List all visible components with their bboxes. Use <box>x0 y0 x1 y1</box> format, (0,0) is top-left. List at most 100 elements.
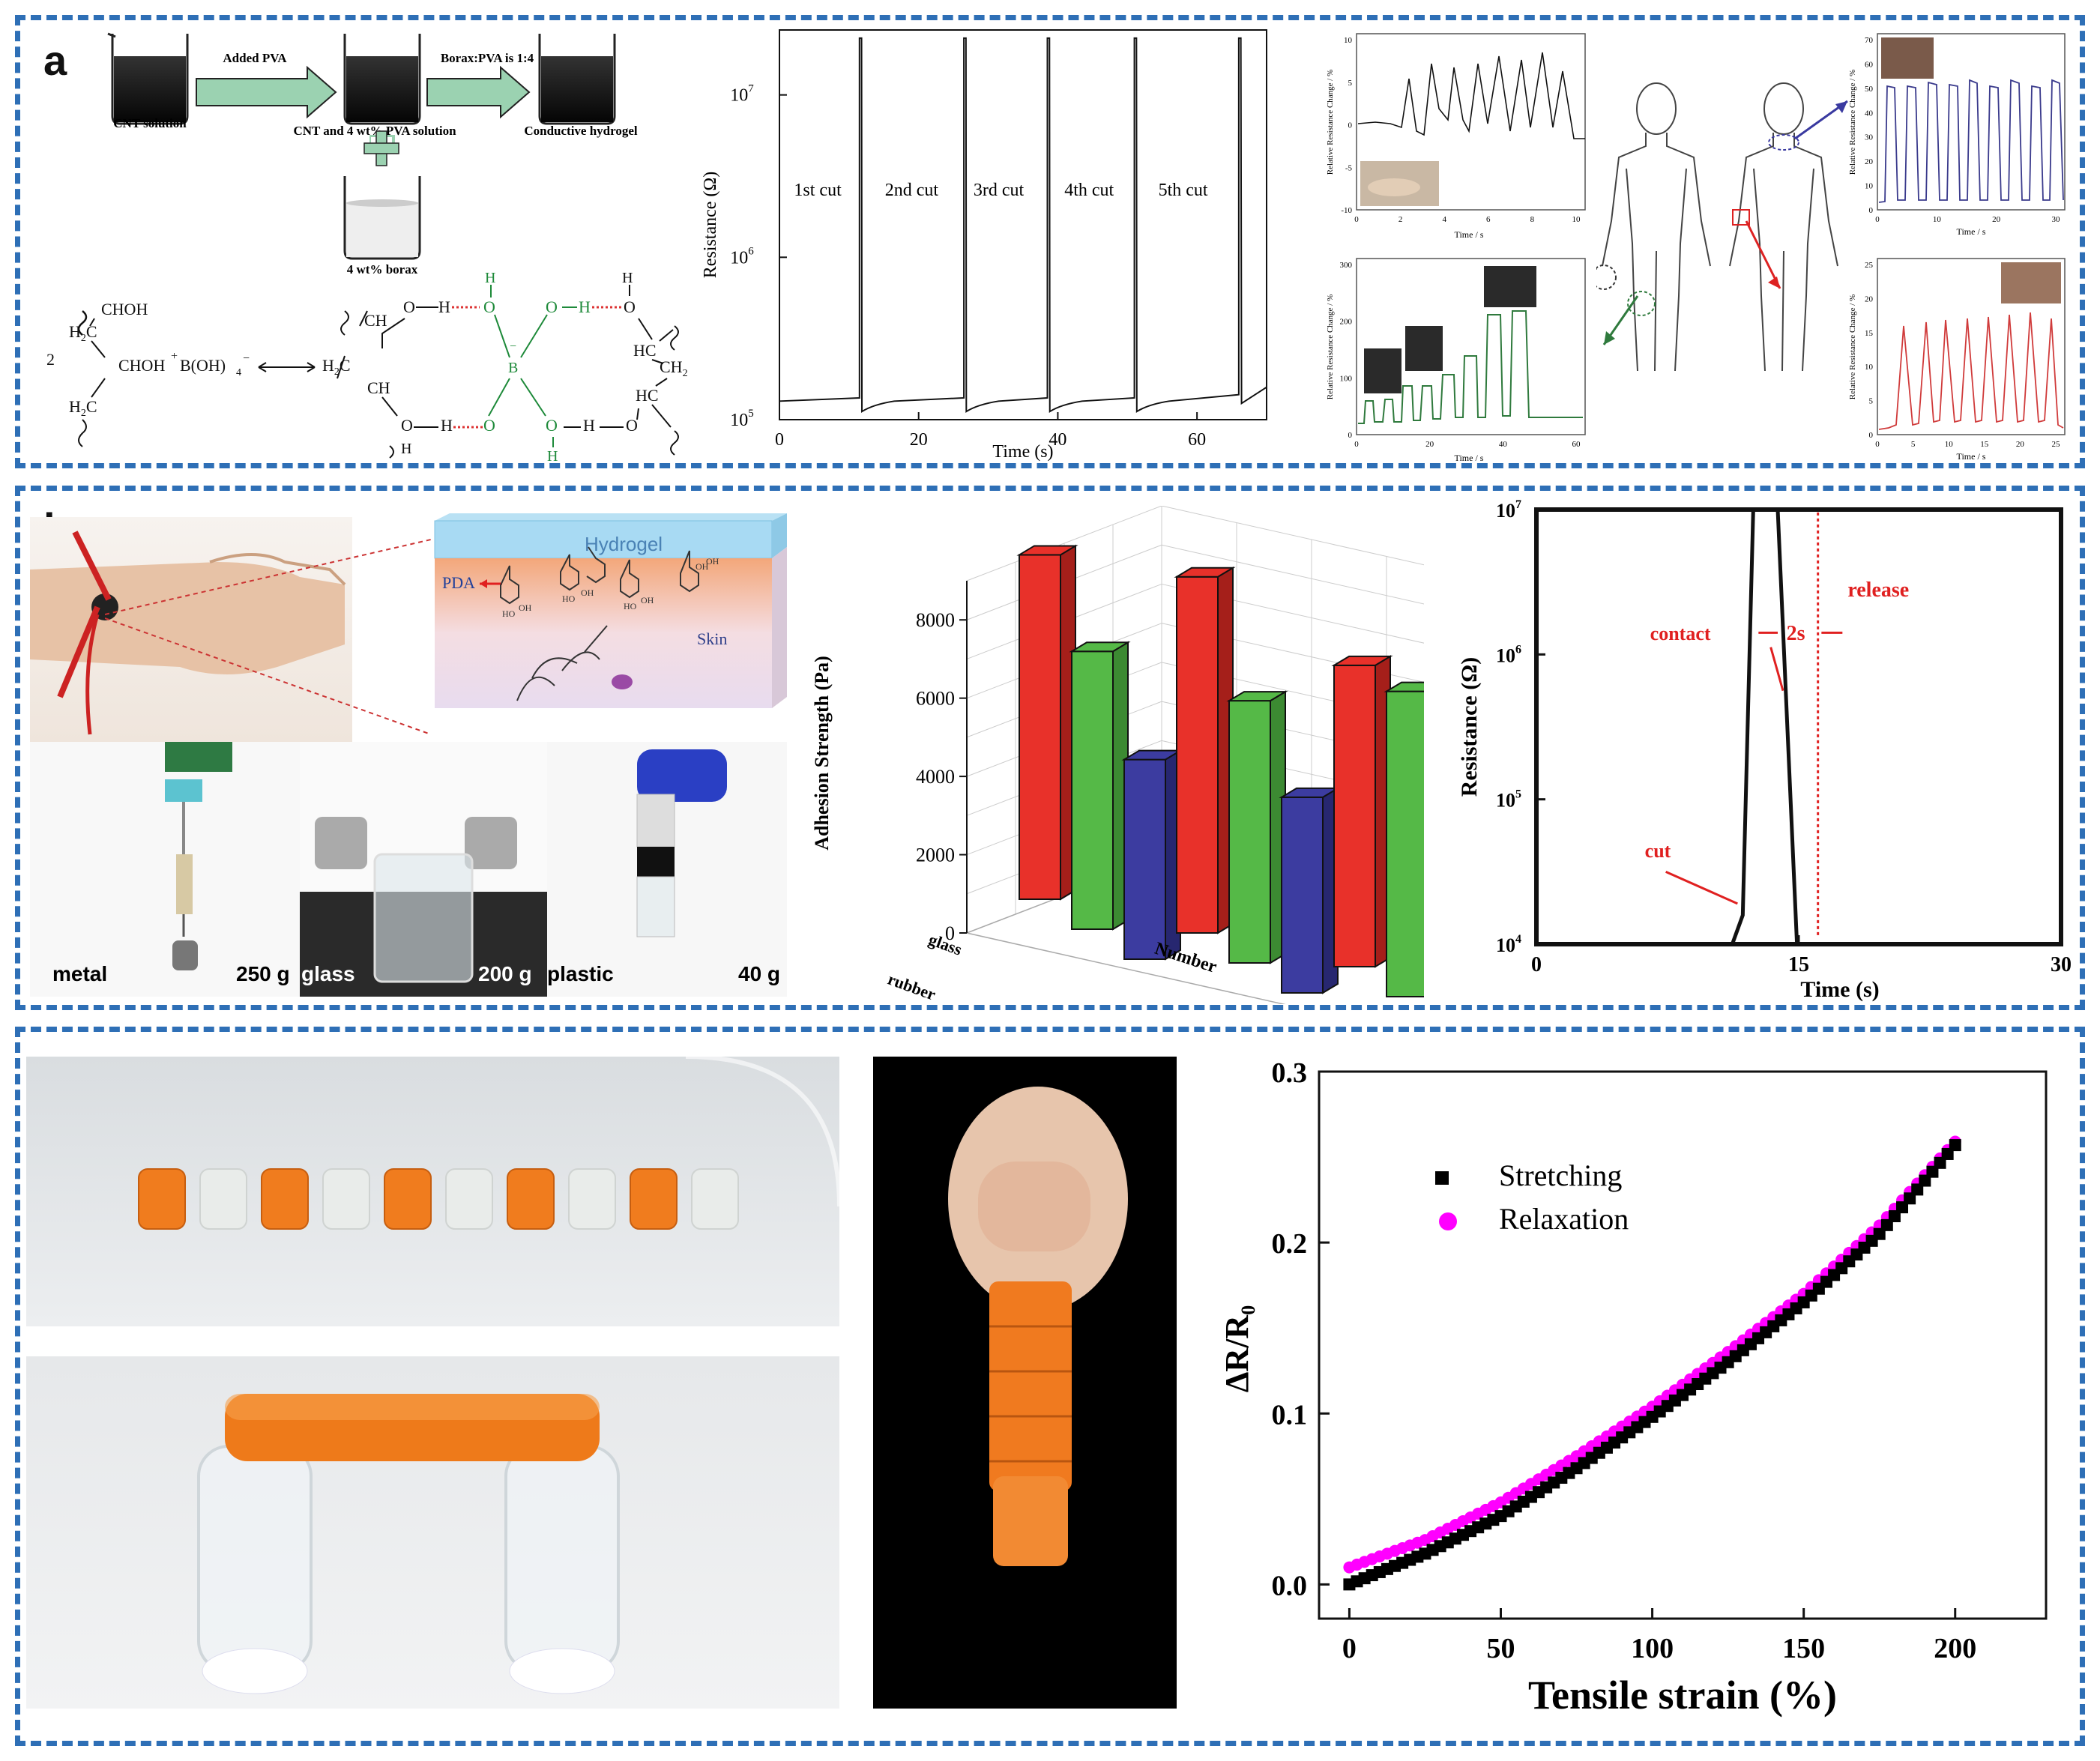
y-axis-label: Adhesion Strength (Pa) <box>811 656 833 851</box>
legend-stretching-marker <box>1435 1171 1449 1185</box>
bar-top <box>1069 641 1131 653</box>
x-tick-label: 0 <box>1875 215 1880 224</box>
wrist-y-label: Relative Resistance Change / % <box>1848 294 1857 400</box>
bar <box>1281 796 1324 994</box>
svg-text:CHOH: CHOH <box>118 356 165 375</box>
wrist-x-label: Time / s <box>1957 451 1986 462</box>
metal-adhesion-photo <box>30 742 300 997</box>
resistance-trace <box>779 37 1267 413</box>
panel-a <box>15 15 2085 468</box>
hydrogel-segment <box>322 1168 370 1230</box>
x-tick-label: 20 <box>1992 215 2001 224</box>
svg-text:H: H <box>438 297 450 316</box>
svg-text:O: O <box>624 297 636 316</box>
x-tick-label: 20 <box>1425 440 1434 449</box>
y-tick-label: 106 <box>1496 643 1521 666</box>
x-tick-label: 8 <box>1530 215 1535 224</box>
x-tick-label: 30 <box>2052 215 2061 224</box>
svg-text:H: H <box>401 441 411 457</box>
y-tick-label: -10 <box>1341 206 1352 215</box>
svg-text:O: O <box>626 416 638 435</box>
x-tick-label: 6 <box>1486 215 1491 224</box>
y-tick-label: 6000 <box>916 688 955 710</box>
x-tick-label: 0 <box>1354 440 1359 449</box>
cut-annotation: cut <box>1645 840 1671 862</box>
x-tick-label: 10 <box>1933 215 1942 224</box>
y-tick-label: 20 <box>1865 294 1874 303</box>
x-tick-label: 0 <box>1354 215 1359 224</box>
y-tick-label: 70 <box>1865 36 1874 45</box>
knee-x-label: Time / s <box>1455 453 1484 463</box>
y-tick-label: 8000 <box>916 609 955 631</box>
hydrogel-segment <box>507 1168 555 1230</box>
y-tick-label: 300 <box>1340 261 1353 270</box>
y-tick-label: 0 <box>1869 206 1874 215</box>
y-tick-label: 107 <box>1496 498 1521 522</box>
y-tick-label: 4000 <box>916 766 955 788</box>
cut-label: 4th cut <box>1064 181 1114 200</box>
borax-crosslink-diagram: 2 CHOH H2C CHOH H2C + B(OH) 4 − CH O H H… <box>46 270 688 465</box>
x-tick-label: 25 <box>2052 440 2061 449</box>
y-tick-label: 60 <box>1865 60 1874 69</box>
svg-text:HO: HO <box>502 608 516 619</box>
throat-y-label: Relative Resistance Change / % <box>1848 70 1857 175</box>
x-tick-label: 4 <box>1442 215 1446 224</box>
x-tick-label: 0 <box>1875 440 1880 449</box>
x-axis-label: Time (s) <box>1800 977 1879 1002</box>
interval-annotation: 2s <box>1787 622 1805 645</box>
y-tick-label: 10 <box>1865 182 1874 191</box>
y-tick-label: 105 <box>730 408 754 430</box>
adhesion-bar-chart: 02000400060008000glassrubberporecine ski… <box>811 506 1424 1004</box>
hydrogel-segment <box>261 1168 309 1230</box>
y-tick-label: 0 <box>1869 431 1874 440</box>
throat-photo <box>1881 37 1934 79</box>
knee-photo-1 <box>1364 348 1401 393</box>
svg-text:O: O <box>403 297 415 316</box>
hydrogel-segment <box>691 1168 739 1230</box>
svg-text:4: 4 <box>236 367 241 378</box>
svg-text:HC: HC <box>636 386 659 405</box>
x-tick-label: 10 <box>1945 440 1954 449</box>
label-200g: 200 g <box>478 962 532 985</box>
y-tick-label: 5 <box>1869 397 1874 406</box>
label-250g: 250 g <box>236 962 290 985</box>
bar <box>1176 576 1219 934</box>
bar <box>1123 758 1166 960</box>
throat-x-label: Time / s <box>1957 226 1986 237</box>
label-40g: 40 g <box>738 962 781 985</box>
x-tick-label: 0 <box>775 430 784 450</box>
category-label: rubber <box>885 970 938 1004</box>
throat-signal-trace <box>1878 79 2064 203</box>
contact-annotation: contact <box>1650 623 1711 644</box>
hydrogel-segment <box>445 1168 493 1230</box>
step-borax-ratio: Borax:PVA is 1:4 <box>441 51 534 65</box>
x-tick-label: 60 <box>1572 440 1581 449</box>
svg-text:H2C: H2C <box>69 322 97 344</box>
y-tick-label: 5 <box>1348 79 1353 88</box>
skin-label: Skin <box>697 629 727 648</box>
x-axis-label: Time (s) <box>992 442 1053 462</box>
x-axis-label: Number <box>1153 939 1220 977</box>
bar <box>1071 650 1114 930</box>
svg-text:OH: OH <box>581 587 594 598</box>
throat-sensor-marker-icon <box>1768 134 1799 151</box>
category-label: glass <box>926 930 965 959</box>
svg-text:−: − <box>510 340 516 353</box>
wrist-sensor-marker-icon <box>1732 209 1750 226</box>
x-tick-label: 0 <box>1531 953 1542 976</box>
arrow-add-pva-icon <box>196 65 337 119</box>
y-tick-label: 0.3 <box>1272 1057 1308 1089</box>
hydrogel-segment <box>568 1168 616 1230</box>
beaker-borax-label: 4 wt% borax <box>347 262 418 277</box>
plot-frame <box>1318 1070 2048 1620</box>
cut-label: 3rd cut <box>974 181 1025 200</box>
svg-text:OH: OH <box>706 556 719 567</box>
